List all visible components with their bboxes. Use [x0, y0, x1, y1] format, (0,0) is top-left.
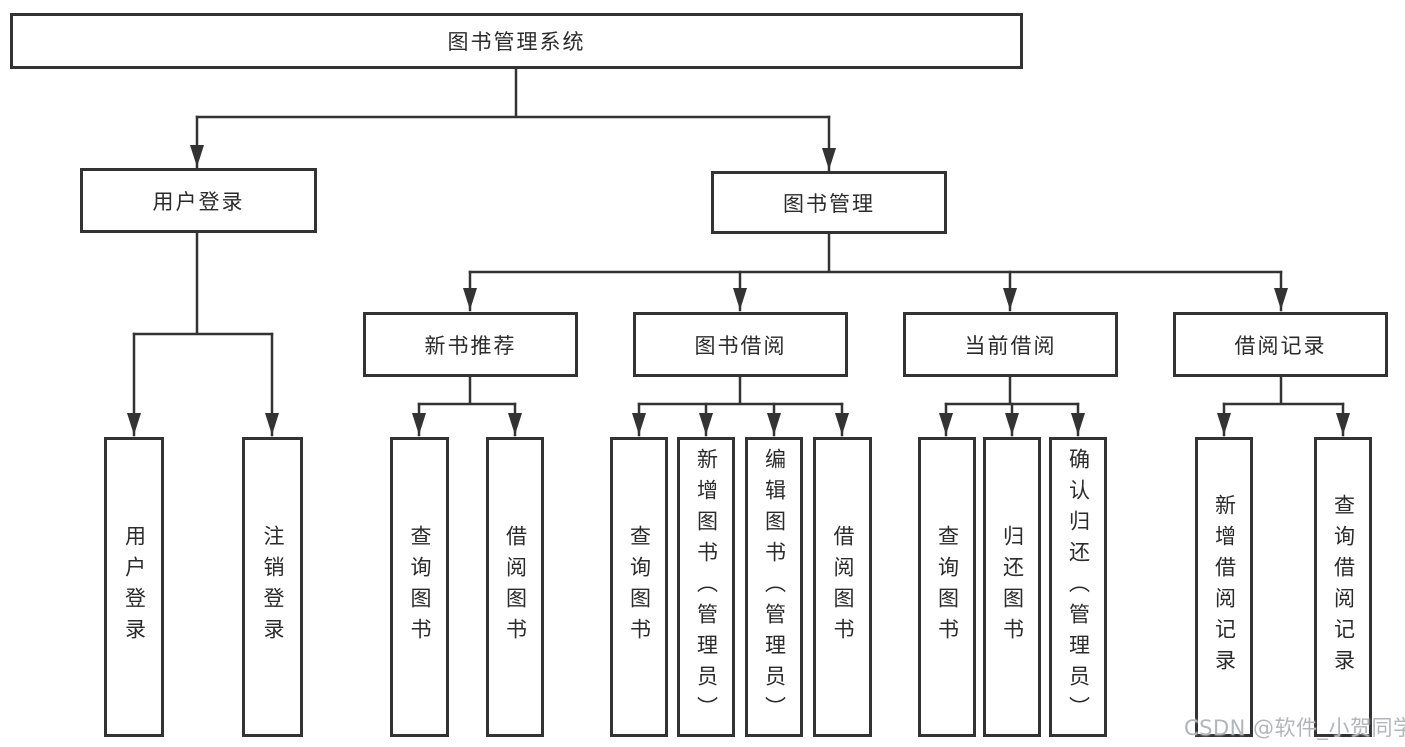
leaf-records-query-borrow-record-label: 查询借阅记录 [1331, 494, 1356, 680]
leaf-borrow-edit-books-admin-label: 编辑图书（管理员） [762, 447, 787, 727]
node-borrow-records-label: 借阅记录 [1234, 333, 1327, 358]
leaf-logout-label: 注销登录 [261, 525, 285, 649]
leaf-borrow-edit-books-admin: 编辑图书（管理员） [745, 437, 803, 737]
leaf-records-query-borrow-record: 查询借阅记录 [1314, 437, 1372, 737]
leaf-current-confirm-return-admin: 确认归还（管理员） [1049, 437, 1107, 737]
node-borrow-records: 借阅记录 [1173, 312, 1388, 377]
node-user-login-label: 用户登录 [152, 189, 245, 214]
leaf-borrow-borrow-books: 借阅图书 [813, 437, 872, 737]
node-book-management-label: 图书管理 [783, 191, 875, 216]
leaf-recommend-borrow-books: 借阅图书 [486, 437, 544, 737]
leaf-borrow-query-books: 查询图书 [610, 437, 668, 737]
leaf-current-confirm-return-admin-label: 确认归还（管理员） [1066, 447, 1091, 727]
leaf-recommend-borrow-books-label: 借阅图书 [503, 525, 528, 649]
node-book-management: 图书管理 [711, 171, 947, 234]
node-library-system: 图书管理系统 [10, 13, 1023, 69]
leaf-current-return-books-label: 归还图书 [1000, 525, 1025, 649]
leaf-recommend-query-books: 查询图书 [390, 437, 449, 737]
leaf-logout: 注销登录 [242, 437, 303, 737]
leaf-current-query-books-label: 查询图书 [935, 525, 960, 649]
node-library-system-label: 图书管理系统 [447, 30, 586, 54]
node-current-borrow-label: 当前借阅 [964, 333, 1057, 358]
leaf-current-return-books: 归还图书 [983, 437, 1041, 737]
leaf-records-add-borrow-record: 新增借阅记录 [1195, 437, 1253, 737]
leaf-current-query-books: 查询图书 [918, 437, 976, 737]
leaf-records-add-borrow-record-label: 新增借阅记录 [1212, 494, 1237, 680]
leaf-user-login: 用户登录 [104, 437, 164, 737]
leaf-borrow-query-books-label: 查询图书 [627, 525, 652, 649]
leaf-recommend-query-books-label: 查询图书 [408, 525, 432, 649]
leaf-borrow-add-books-admin: 新增图书（管理员） [677, 437, 735, 737]
leaf-borrow-borrow-books-label: 借阅图书 [831, 525, 855, 649]
node-book-borrow-label: 图书借阅 [694, 333, 787, 358]
node-book-borrow: 图书借阅 [633, 312, 848, 377]
node-new-book-recommend: 新书推荐 [363, 312, 578, 377]
leaf-borrow-add-books-admin-label: 新增图书（管理员） [694, 447, 719, 727]
node-user-login: 用户登录 [80, 168, 317, 233]
node-new-book-recommend-label: 新书推荐 [424, 333, 517, 358]
csdn-watermark: CSDN @软件_小贺同学 [1184, 716, 1405, 740]
node-current-borrow: 当前借阅 [903, 312, 1118, 377]
leaf-user-login-label: 用户登录 [122, 525, 147, 649]
